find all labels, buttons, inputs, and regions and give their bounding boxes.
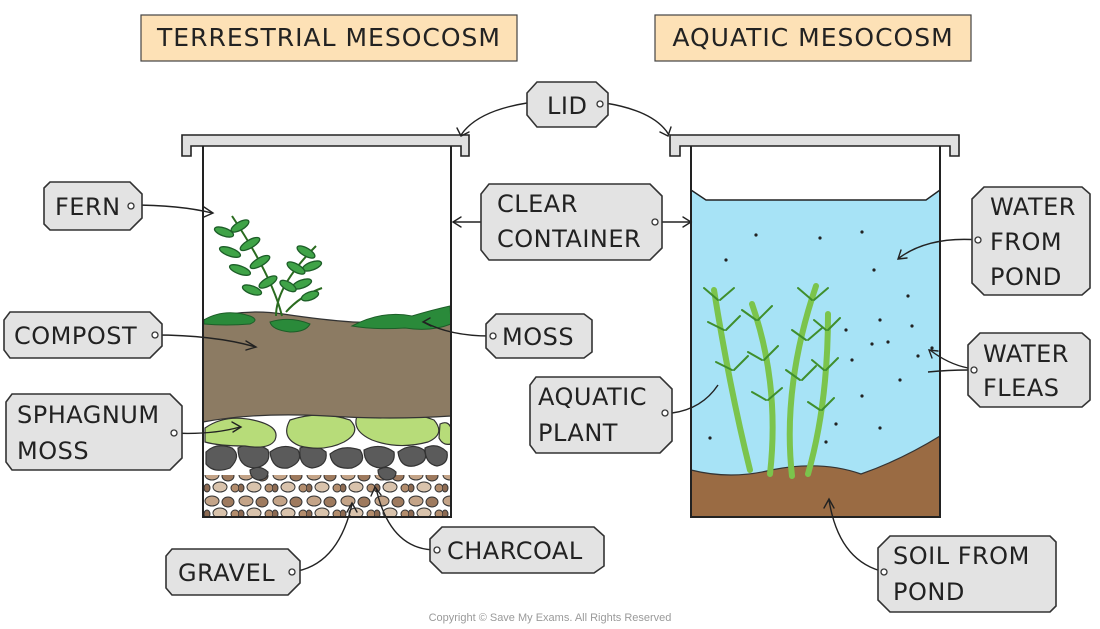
label-water-from-pond-line1: WATER [990, 193, 1076, 221]
terrestrial-container [181, 134, 470, 518]
sphagnum-layer [204, 410, 452, 449]
label-gravel-text: GRAVEL [178, 559, 275, 587]
aquatic-plant [711, 283, 831, 479]
label-soil-from-pond: SOIL FROM POND [877, 535, 1057, 613]
label-aquatic-plant: AQUATIC PLANT [529, 376, 673, 454]
gravel-layer [203, 475, 451, 517]
label-compost: COMPOST [3, 311, 163, 359]
label-clear-container-line2: CONTAINER [497, 225, 641, 253]
label-sphagnum-moss: SPHAGNUM MOSS [5, 393, 183, 471]
label-aquatic-plant-line2: PLANT [538, 419, 618, 447]
label-compost-text: COMPOST [14, 322, 137, 350]
terrestrial-title-text: TERRESTRIAL MESOCOSM [156, 23, 501, 52]
label-aquatic-plant-line1: AQUATIC [538, 383, 647, 411]
terrestrial-title: TERRESTRIAL MESOCOSM [140, 14, 518, 62]
label-moss-text: MOSS [502, 323, 574, 351]
label-sphagnum-line1: SPHAGNUM [17, 401, 160, 429]
aquatic-lid [669, 134, 960, 157]
aquatic-container [669, 134, 960, 518]
aquatic-title-text: AQUATIC MESOCOSM [672, 23, 953, 52]
label-soil-from-pond-line2: POND [893, 578, 965, 606]
label-sphagnum-line2: MOSS [17, 437, 89, 465]
label-soil-from-pond-line1: SOIL FROM [893, 542, 1030, 570]
fern-plant [213, 215, 323, 317]
pond-soil [690, 434, 941, 518]
label-clear-container: CLEAR CONTAINER [480, 183, 663, 261]
label-water-from-pond-line3: POND [990, 263, 1062, 291]
label-water-fleas: WATER FLEAS [967, 332, 1091, 408]
pond-water [691, 190, 940, 517]
label-clear-container-line1: CLEAR [497, 190, 578, 218]
label-water-from-pond: WATER FROM POND [971, 186, 1091, 296]
label-charcoal-text: CHARCOAL [447, 537, 583, 565]
label-fern-text: FERN [55, 193, 121, 221]
aquatic-plant-leaves [703, 287, 841, 411]
label-lid-text: LID [547, 92, 587, 120]
copyright-text: Copyright © Save My Exams. All Rights Re… [429, 612, 672, 624]
label-charcoal: CHARCOAL [429, 526, 605, 574]
label-water-fleas-line2: FLEAS [983, 374, 1060, 402]
aquatic-title: AQUATIC MESOCOSM [654, 14, 972, 62]
terrestrial-lid [181, 134, 470, 157]
label-water-fleas-line1: WATER [983, 340, 1069, 368]
charcoal-layer [205, 443, 448, 481]
label-lid: LID [526, 81, 609, 128]
label-fern: FERN [43, 181, 143, 231]
label-water-from-pond-line2: FROM [990, 228, 1062, 256]
label-moss: MOSS [485, 313, 593, 359]
label-gravel: GRAVEL [165, 548, 301, 596]
